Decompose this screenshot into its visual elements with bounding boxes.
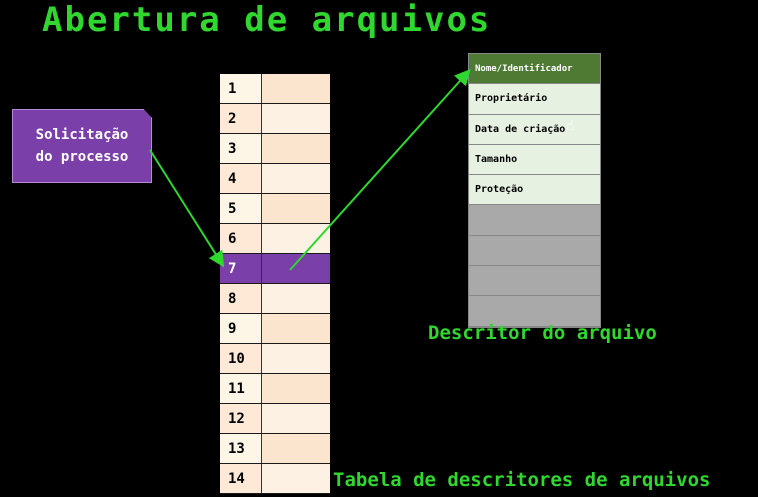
- hand-cursor-icon: ☝: [566, 118, 575, 134]
- fd-table-row: 11: [220, 374, 330, 404]
- file-descriptor-table: 1 2 3 4 5 6 7 8 9 10 11 12 13 14: [220, 74, 330, 494]
- fd-row-number: 11: [220, 374, 262, 403]
- fd-row-cell: [262, 314, 330, 343]
- fd-table-row: 14: [220, 464, 330, 494]
- fd-row-number: 1: [220, 74, 262, 103]
- fd-table-row: 2: [220, 104, 330, 134]
- fd-row-cell: [262, 254, 330, 283]
- fd-row-cell: [262, 104, 330, 133]
- file-descriptor-record: Nome/Identificador Proprietário Data de …: [468, 53, 601, 328]
- fd-row-number: 13: [220, 434, 262, 463]
- fd-table-row: 1: [220, 74, 330, 104]
- fd-row-number: 12: [220, 404, 262, 433]
- descriptor-field-empty: [469, 296, 600, 327]
- fd-row-cell: [262, 434, 330, 463]
- fd-table-row: 8: [220, 284, 330, 314]
- fd-row-cell: [262, 194, 330, 223]
- fd-row-number: 8: [220, 284, 262, 313]
- fd-row-number: 9: [220, 314, 262, 343]
- process-request-box: Solicitação do processo: [12, 109, 152, 183]
- process-request-label: Solicitação do processo: [35, 127, 129, 165]
- fd-row-number: 6: [220, 224, 262, 253]
- fd-table-row: 4: [220, 164, 330, 194]
- fd-table-row: 3: [220, 134, 330, 164]
- fd-row-number: 4: [220, 164, 262, 193]
- descriptor-field-name: Nome/Identificador: [469, 54, 600, 85]
- fd-row-cell: [262, 344, 330, 373]
- fd-row-cell: [262, 374, 330, 403]
- request-arrow: [149, 149, 225, 268]
- descriptor-field-empty: [469, 266, 600, 297]
- fd-table-row: 12: [220, 404, 330, 434]
- page-title: Abertura de arquivos: [42, 0, 492, 40]
- fd-row-number: 10: [220, 344, 262, 373]
- fd-row-cell: [262, 464, 330, 493]
- descriptor-field-size: Tamanho: [469, 144, 600, 176]
- fd-table-row: 9: [220, 314, 330, 344]
- fd-row-cell: [262, 74, 330, 103]
- fd-row-cell: [262, 404, 330, 433]
- descriptor-field-protection: Proteção: [469, 175, 600, 206]
- fd-table-caption: Tabela de descritores de arquivos: [333, 469, 711, 491]
- fd-row-number: 14: [220, 464, 262, 493]
- fd-row-number: 3: [220, 134, 262, 163]
- fd-row-number: 5: [220, 194, 262, 223]
- descriptor-field-empty: [469, 205, 600, 236]
- fd-table-row: 13: [220, 434, 330, 464]
- fd-table-row: 10: [220, 344, 330, 374]
- descriptor-arrow: [289, 69, 471, 271]
- fd-row-cell: [262, 164, 330, 193]
- descriptor-field-empty: [469, 235, 600, 267]
- descriptor-caption: Descritor do arquivo: [428, 322, 657, 344]
- fd-table-row: 5: [220, 194, 330, 224]
- fd-table-row-selected: 7: [220, 254, 330, 284]
- fd-row-cell: [262, 284, 330, 313]
- descriptor-field-creation-date: Data de criação: [469, 114, 600, 145]
- fd-row-number: 2: [220, 104, 262, 133]
- fd-row-cell: [262, 134, 330, 163]
- fd-row-number: 7: [220, 254, 262, 283]
- descriptor-field-owner: Proprietário: [469, 84, 600, 115]
